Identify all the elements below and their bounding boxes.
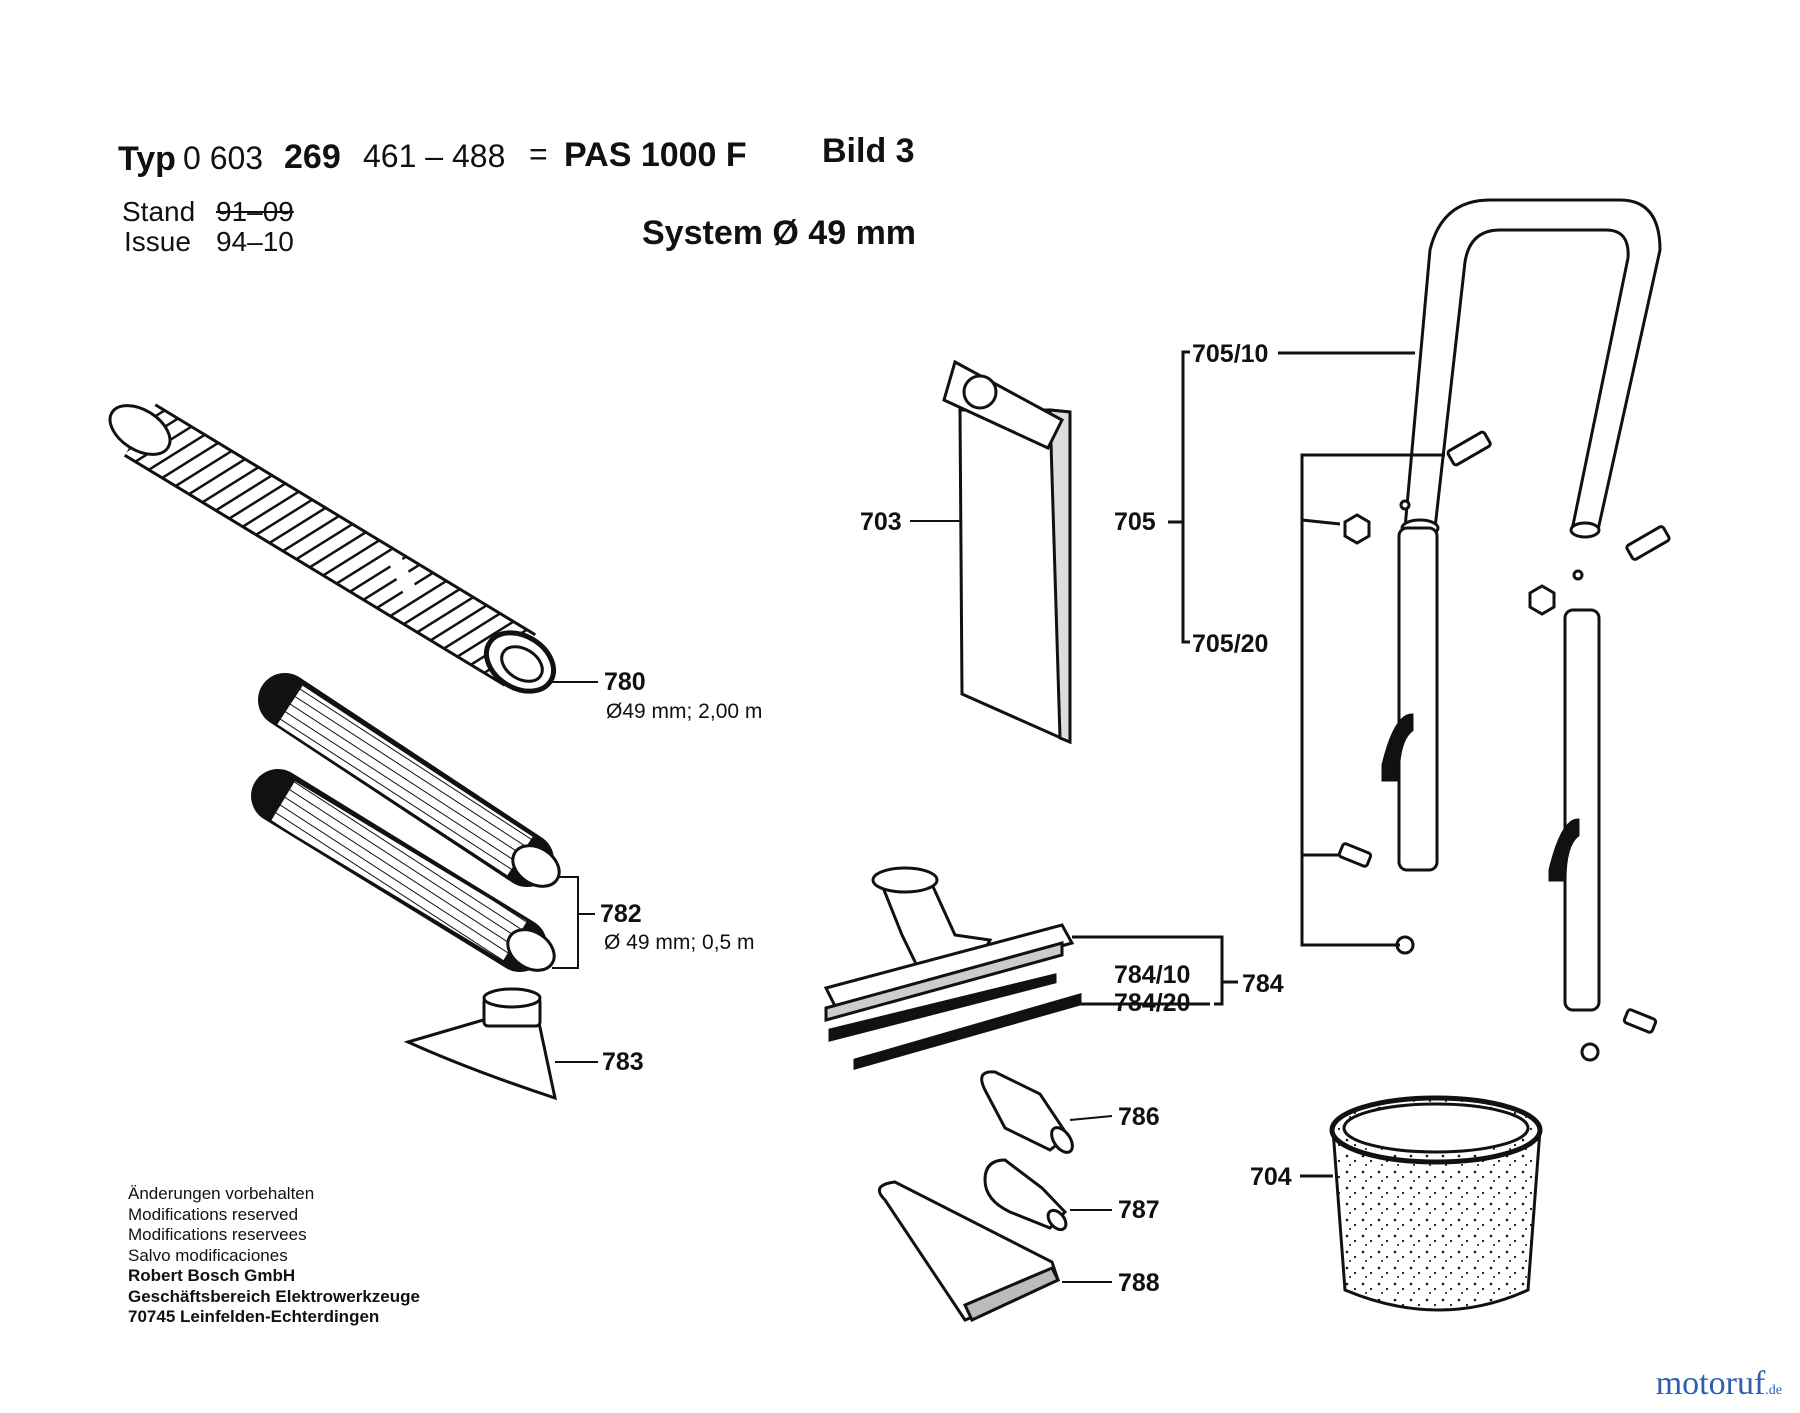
label-705-20: 705/20 [1192, 630, 1268, 658]
spec-780: Ø49 mm; 2,00 m [606, 700, 762, 723]
label-786: 786 [1118, 1103, 1160, 1131]
extension-tubes [251, 673, 561, 972]
label-704: 704 [1250, 1163, 1292, 1191]
model-name: PAS 1000 F [564, 136, 747, 174]
typ-number-a: 0 603 [183, 140, 264, 176]
round-nozzle [983, 1158, 1068, 1232]
label-705-10: 705/10 [1192, 340, 1268, 368]
issue-value: 94–10 [216, 226, 294, 257]
floor-nozzle [823, 866, 1238, 1070]
label-787: 787 [1118, 1196, 1160, 1224]
company-name: Robert Bosch GmbH [128, 1266, 296, 1285]
label-784: 784 [1242, 970, 1284, 998]
label-784-10: 784/10 [1114, 961, 1190, 989]
system-diameter: System Ø 49 mm [642, 214, 917, 252]
label-705: 705 [1114, 508, 1156, 536]
footer-notes: Änderungen vorbehalten Modifications res… [128, 1184, 420, 1328]
typ-label: Typ [118, 140, 176, 178]
stand-old-value: 91–09 [216, 196, 294, 227]
small-floor-nozzle [403, 987, 558, 1101]
crevice-nozzle [980, 1070, 1074, 1154]
bild-label: Bild 3 [822, 132, 915, 170]
label-784-20: 784/20 [1114, 989, 1190, 1017]
label-783: 783 [602, 1048, 644, 1076]
typ-number-b: 269 [284, 138, 341, 176]
typ-range: 461 – 488 [363, 138, 506, 174]
handle-assembly [1168, 198, 1671, 1062]
footer-line: Modifications reservees [128, 1225, 307, 1244]
leader-lines [550, 520, 1113, 1283]
label-703: 703 [860, 508, 902, 536]
watermark: motoruf.de [1656, 1365, 1782, 1403]
filter-cartridge [1300, 1095, 1543, 1312]
watermark-suffix: .de [1765, 1383, 1782, 1398]
footer-line: Änderungen vorbehalten [128, 1184, 315, 1203]
company-division: Geschäftsbereich Elektrowerkzeuge [128, 1286, 420, 1306]
watermark-text: motoruf [1655, 1365, 1766, 1402]
wide-nozzle [877, 1180, 1061, 1322]
label-782: 782 [600, 900, 642, 928]
company-address: 70745 Leinfelden-Echterdingen [128, 1307, 380, 1326]
typ-equals: = [529, 136, 548, 172]
stand-label: Stand [122, 196, 196, 227]
spec-782: Ø 49 mm; 0,5 m [604, 931, 755, 954]
footer-line: Salvo modificaciones [128, 1245, 288, 1265]
footer-line: Modifications reserved [128, 1204, 299, 1224]
suction-hose [108, 403, 556, 694]
label-780: 780 [604, 668, 646, 696]
label-788: 788 [1118, 1269, 1160, 1297]
issue-label: Issue [124, 226, 191, 257]
filter-bag [942, 359, 1072, 745]
